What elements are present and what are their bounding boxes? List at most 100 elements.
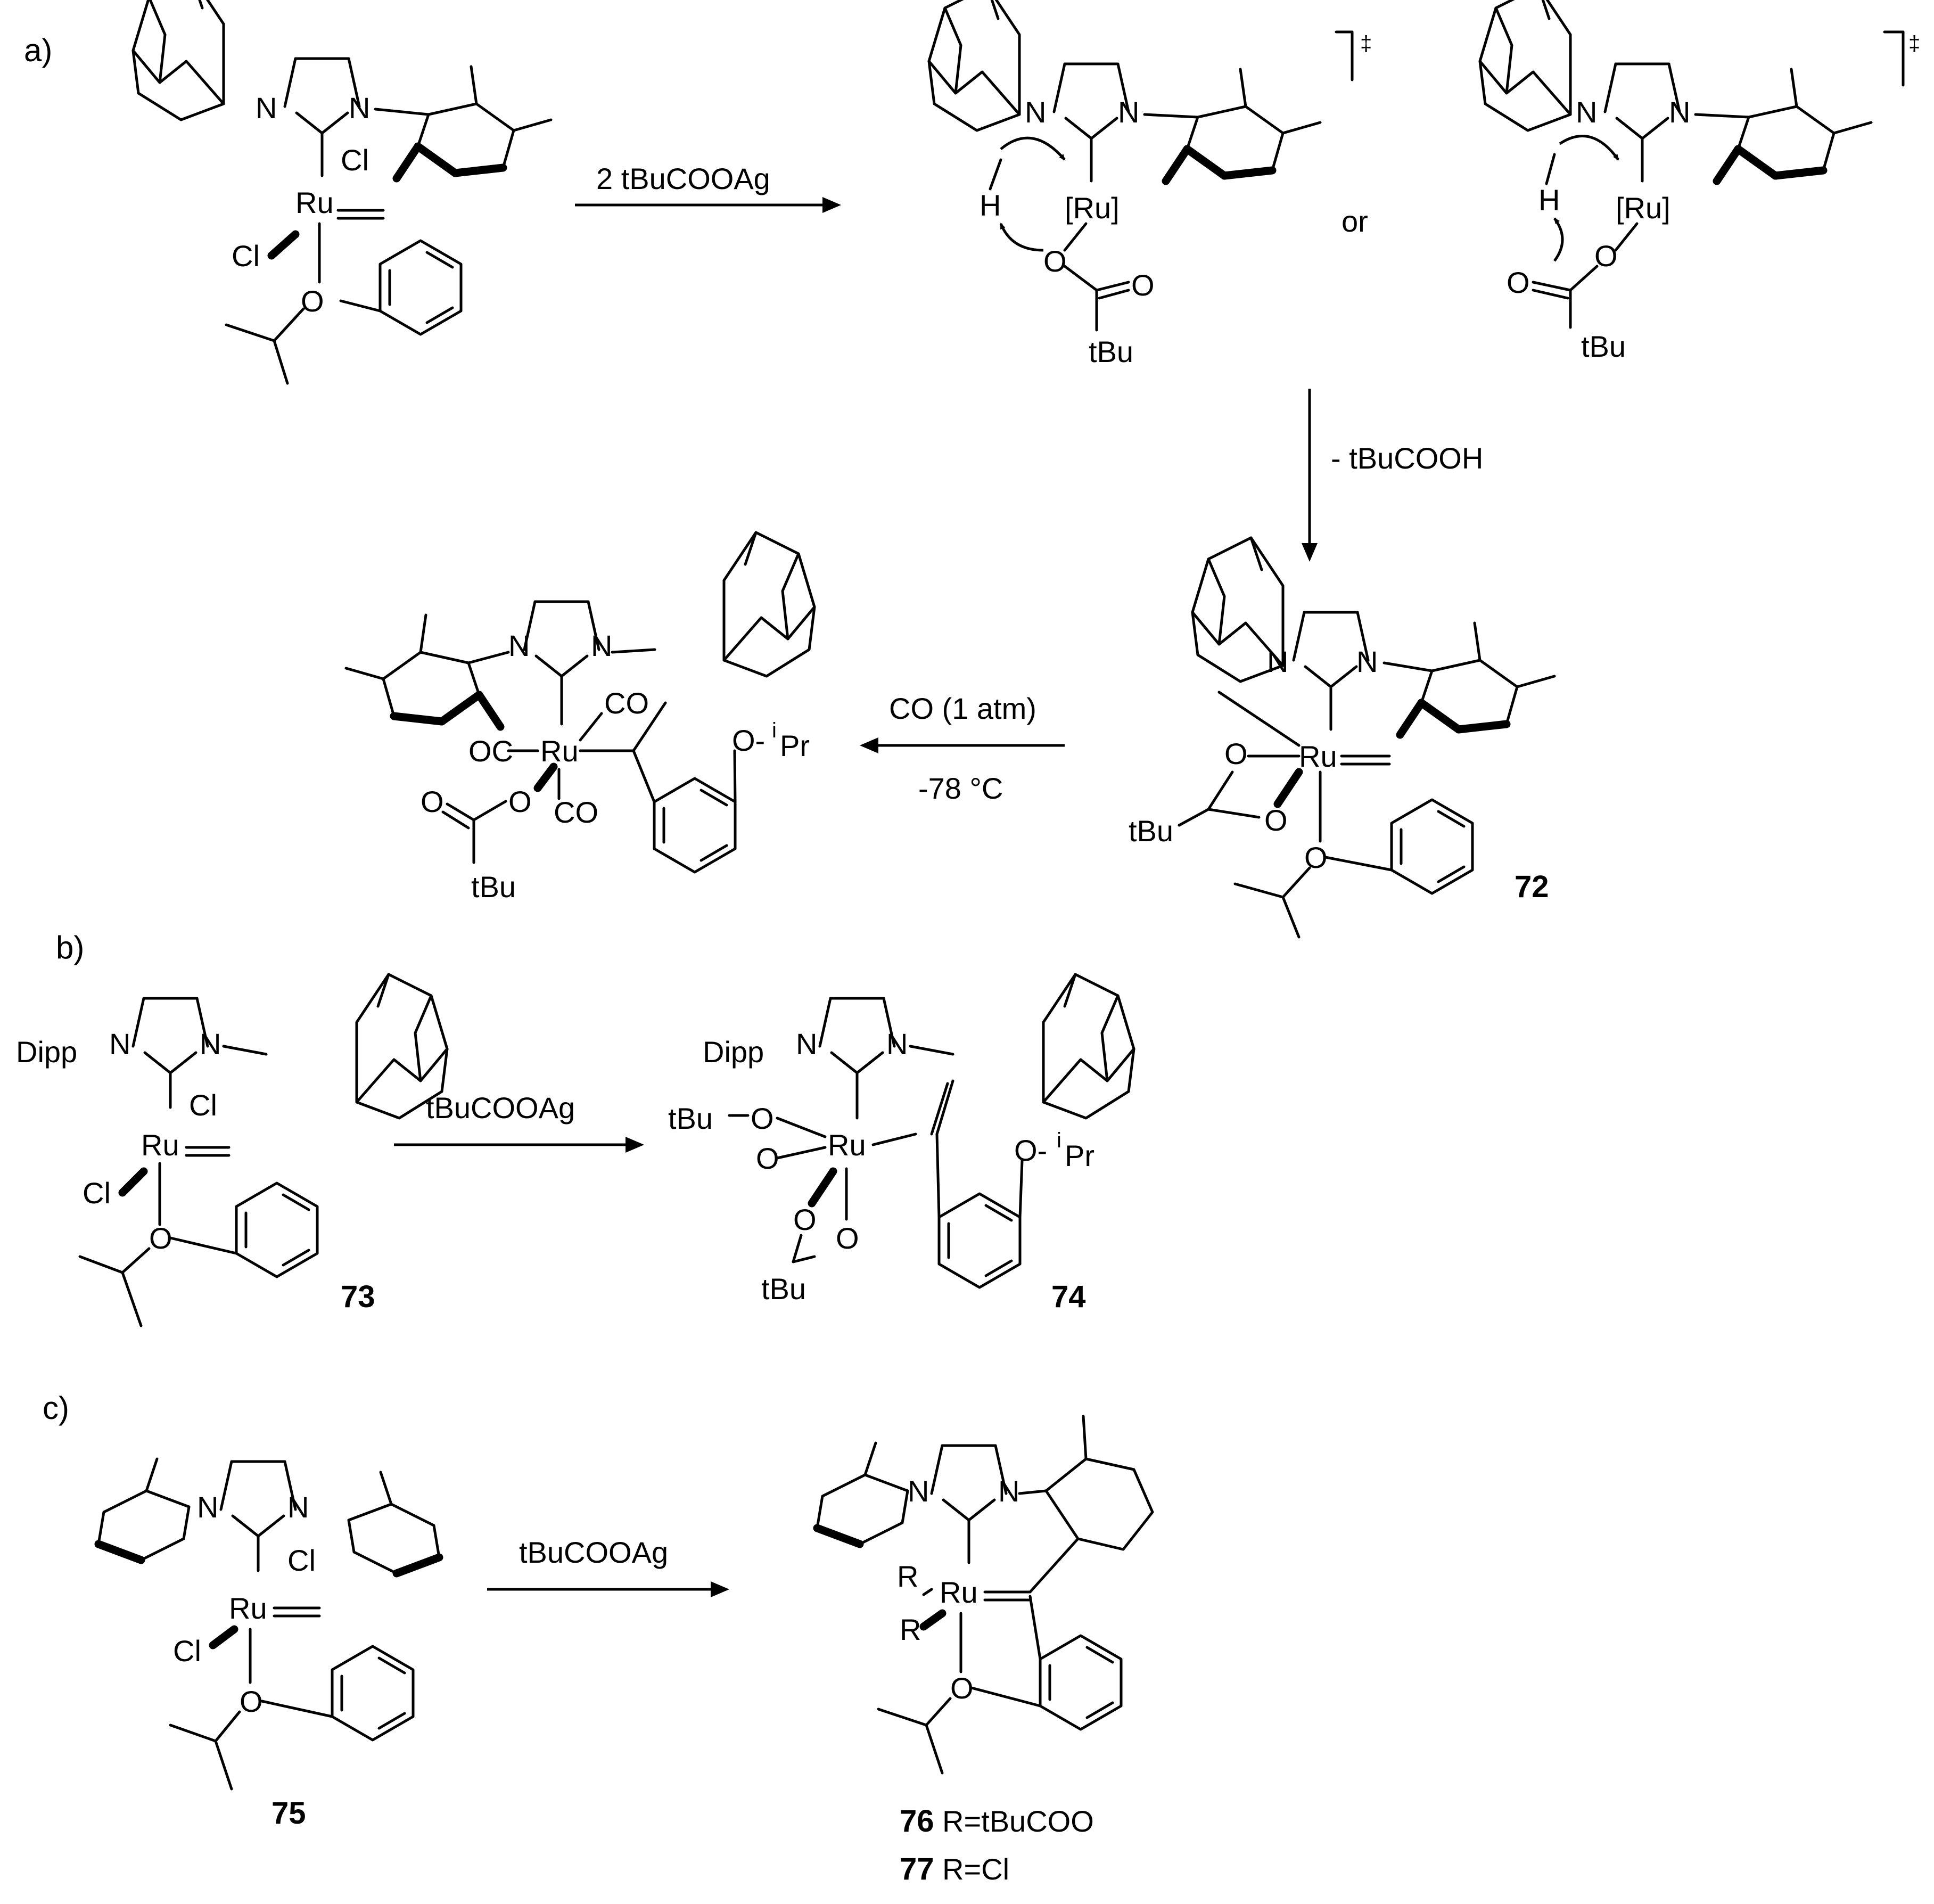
atom-h: H bbox=[980, 188, 1001, 222]
atom-ru-bracket: [Ru] bbox=[1616, 191, 1670, 225]
atom-o: O bbox=[149, 1221, 172, 1255]
atom-o: O bbox=[751, 1102, 774, 1135]
tbu-label: tBu bbox=[471, 870, 516, 904]
atom-cl: Cl bbox=[173, 1634, 201, 1668]
atom-n: N bbox=[256, 91, 277, 125]
tbu-label: tBu bbox=[761, 1272, 806, 1306]
atom-r: R bbox=[900, 1613, 921, 1646]
atom-o: O bbox=[1264, 803, 1288, 837]
atom-ru: Ru bbox=[828, 1128, 866, 1162]
compound-73-structure: Dipp N N Ru Cl Cl O 73 bbox=[16, 974, 447, 1327]
a-transition-state-2: N N [Ru] H O O tBu ‡ bbox=[1480, 0, 1920, 363]
ipr-superscript: i bbox=[772, 719, 777, 742]
compound-77-definition: R=Cl bbox=[942, 1852, 1009, 1886]
tbu-label: tBu bbox=[1129, 814, 1173, 848]
atom-n: N bbox=[1118, 95, 1139, 129]
atom-o: O bbox=[836, 1221, 859, 1255]
ts-dagger: ‡ bbox=[1360, 32, 1372, 55]
or-label: or bbox=[1342, 204, 1368, 238]
atom-n: N bbox=[1356, 645, 1378, 678]
ipr-superscript: i bbox=[1057, 1129, 1061, 1152]
atom-cl: Cl bbox=[341, 143, 369, 177]
atom-r: R bbox=[897, 1560, 918, 1593]
atom-n: N bbox=[200, 1027, 221, 1061]
atom-o: O bbox=[950, 1671, 974, 1705]
atom-o: O bbox=[793, 1203, 817, 1236]
reagent-b: tBuCOOAg bbox=[426, 1091, 575, 1125]
atom-o: O bbox=[1224, 737, 1248, 770]
section-b-label: b) bbox=[56, 930, 84, 965]
a-transition-state-1: N N [Ru] H O O tBu ‡ bbox=[929, 0, 1372, 368]
atom-cl: Cl bbox=[232, 239, 260, 273]
compound-75-structure: N N Ru Cl Cl O 75 bbox=[98, 1459, 439, 1831]
compound-72-label: 72 bbox=[1515, 869, 1549, 904]
atom-ru: Ru bbox=[141, 1128, 179, 1162]
ipr-label: Pr bbox=[1065, 1139, 1094, 1172]
compound-75-label: 75 bbox=[271, 1796, 306, 1831]
atom-n: N bbox=[1576, 95, 1597, 129]
atom-o-ipr: O- bbox=[732, 724, 765, 757]
compound-76-definition: R=tBuCOO bbox=[942, 1804, 1094, 1838]
reagent-a3-line2: -78 °C bbox=[918, 772, 1003, 805]
tbu-label: tBu bbox=[1581, 330, 1626, 363]
section-c-label: c) bbox=[43, 1390, 69, 1426]
reagent-a1: 2 tBuCOOAg bbox=[596, 162, 770, 195]
compound-72-structure: N N Ru O O O tBu 72 bbox=[1129, 538, 1554, 939]
atom-ru: Ru bbox=[540, 734, 579, 768]
atom-cl: Cl bbox=[189, 1088, 217, 1122]
a-co-product: N N Ru CO OC O- i Pr O CO O tBu bbox=[346, 532, 814, 904]
atom-n: N bbox=[1669, 95, 1690, 129]
atom-cl: Cl bbox=[83, 1176, 111, 1210]
atom-n: N bbox=[796, 1027, 817, 1061]
reagent-a2: - tBuCOOH bbox=[1331, 441, 1483, 475]
atom-o: O bbox=[1594, 239, 1618, 273]
atom-ru: Ru bbox=[229, 1591, 267, 1625]
atom-o: O bbox=[421, 785, 444, 818]
reagent-c: tBuCOOAg bbox=[519, 1536, 668, 1569]
atom-o: O bbox=[240, 1685, 263, 1718]
atom-n: N bbox=[591, 629, 612, 662]
atom-h: H bbox=[1538, 183, 1560, 217]
atom-n: N bbox=[349, 91, 370, 125]
compound-73-label: 73 bbox=[341, 1279, 375, 1314]
atom-n: N bbox=[109, 1027, 130, 1061]
atom-n: N bbox=[508, 629, 530, 662]
ipr-label: Pr bbox=[780, 729, 810, 762]
dipp-label: Dipp bbox=[16, 1035, 77, 1069]
atom-o-ipr: O- bbox=[1014, 1134, 1047, 1167]
compound-77-label: 77 bbox=[900, 1852, 934, 1886]
atom-o: O bbox=[1131, 268, 1155, 302]
oc-ligand: OC bbox=[468, 734, 513, 768]
atom-n: N bbox=[1025, 95, 1046, 129]
compound-76-77-structure: N N Ru R R O 76 R=tBuCOO 77 R=Cl bbox=[817, 1415, 1154, 1886]
section-a-label: a) bbox=[24, 32, 52, 68]
atom-cl: Cl bbox=[287, 1544, 316, 1577]
tbu-label: tBu bbox=[1089, 335, 1133, 368]
atom-n: N bbox=[998, 1474, 1019, 1508]
atom-n: N bbox=[197, 1490, 218, 1524]
atom-ru: Ru bbox=[1299, 740, 1337, 773]
compound-74-label: 74 bbox=[1051, 1279, 1086, 1314]
atom-n: N bbox=[908, 1474, 929, 1508]
compound-76-label: 76 bbox=[900, 1804, 934, 1839]
dipp-label: Dipp bbox=[703, 1035, 764, 1069]
ts-dagger: ‡ bbox=[1908, 32, 1920, 55]
atom-ru: Ru bbox=[940, 1575, 978, 1609]
atom-ru: Ru bbox=[295, 186, 334, 219]
co-ligand: CO bbox=[554, 795, 598, 829]
atom-ru-bracket: [Ru] bbox=[1065, 191, 1120, 225]
reagent-a3-line1: CO (1 atm) bbox=[889, 692, 1036, 725]
atom-o: O bbox=[756, 1142, 779, 1175]
compound-74-structure: Dipp N N Ru O- i Pr tBu O O O O tBu 74 bbox=[668, 974, 1134, 1314]
co-ligand: CO bbox=[604, 686, 649, 720]
atom-o: O bbox=[301, 284, 324, 318]
atom-o: O bbox=[1507, 266, 1530, 299]
atom-n: N bbox=[1267, 645, 1288, 678]
atom-o: O bbox=[508, 785, 532, 818]
tbu-label: tBu bbox=[668, 1102, 713, 1135]
a-starting-complex: N N Ru Cl Cl O bbox=[133, 0, 551, 385]
atom-n: N bbox=[886, 1027, 908, 1061]
atom-n: N bbox=[287, 1490, 309, 1524]
atom-o: O bbox=[1043, 244, 1067, 278]
